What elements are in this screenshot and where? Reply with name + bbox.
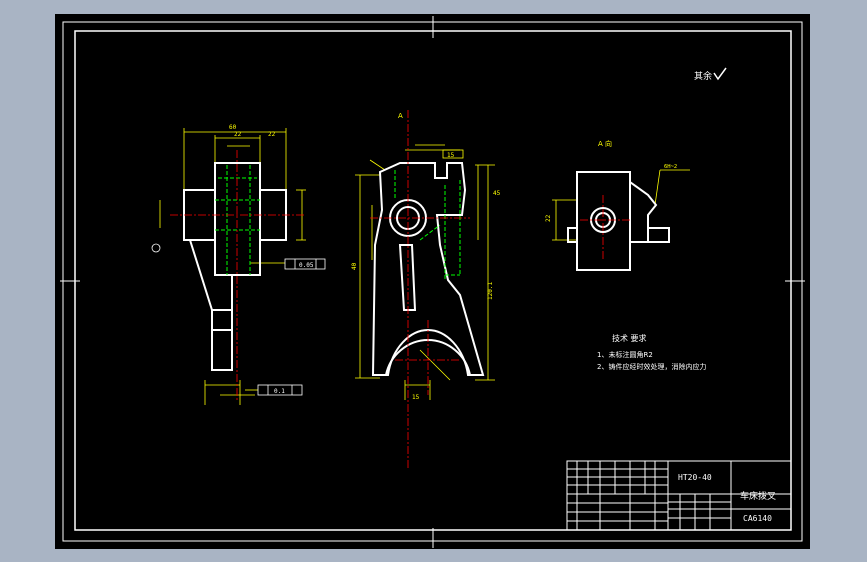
dim-aux-mark: 6H~2 [664, 164, 677, 170]
dim-side-b: 15 [412, 394, 420, 401]
side-view: A 45 15 120.1 15 40 [351, 110, 501, 470]
dim-front-right: 22 [268, 131, 276, 138]
roughness-check-icon [713, 67, 727, 81]
tech-req-item-1: 1、未标注圆角R2 [597, 350, 653, 359]
roughness-note: 其余 [694, 70, 712, 82]
svg-text:0.05: 0.05 [299, 262, 314, 269]
dim-side-h1: 45 [493, 190, 501, 197]
dim-side-w: 40 [351, 262, 358, 270]
title-drawing-no: CA6140 [743, 514, 772, 523]
auxiliary-view: A 向 22 6H~2 [545, 139, 690, 271]
aux-view-label: A 向 [598, 139, 612, 148]
drawing-sheet [55, 14, 810, 549]
tech-req-item-2: 2、铸件应经时效处理，消除内应力 [597, 362, 706, 371]
dim-aux-size: 22 [545, 214, 552, 222]
svg-text:0.1: 0.1 [274, 388, 285, 395]
title-block [566, 460, 792, 531]
title-part-name: 车床拨叉 [740, 490, 776, 502]
inner-frame [74, 30, 792, 531]
outer-border [62, 21, 803, 542]
dim-front-width: 60 [229, 124, 237, 131]
tech-req-title: 技术 要求 [612, 333, 647, 343]
tolerance-frame-2: 0.1 [257, 384, 303, 396]
datum-circle [151, 243, 161, 253]
dim-side-h2: 15 [447, 152, 455, 159]
front-view: 60 22 22 0.05 0.1 [151, 124, 326, 405]
title-material: HT20-40 [678, 473, 712, 482]
section-label-top: A [398, 112, 403, 120]
dim-front-left: 22 [234, 131, 242, 138]
tolerance-frame-1: 0.05 [284, 258, 326, 270]
dim-side-h3: 120.1 [487, 282, 494, 300]
